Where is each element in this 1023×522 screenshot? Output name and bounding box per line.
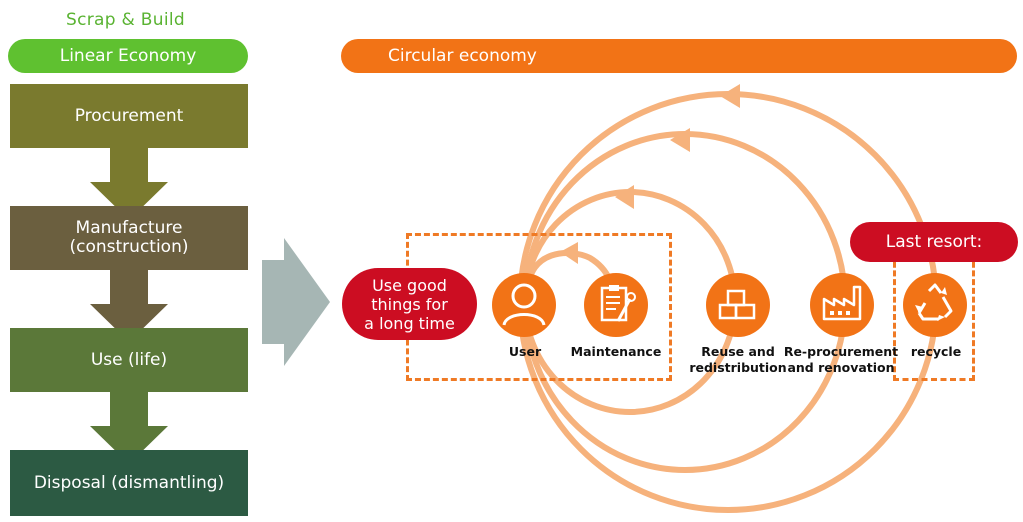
stage-disposal: Disposal (dismantling) bbox=[10, 450, 248, 516]
linear-flow-arrows bbox=[90, 148, 168, 464]
stage-procurement: Procurement bbox=[10, 84, 248, 148]
use-good-things-badge: Use good things for a long time bbox=[342, 268, 477, 340]
clipboard-wrench-icon bbox=[584, 273, 648, 337]
stage-use: Use (life) bbox=[10, 328, 248, 392]
node-label-reuse: Reuse and redistribution bbox=[689, 344, 787, 375]
transition-arrow-icon bbox=[262, 238, 330, 366]
user-icon bbox=[492, 273, 556, 337]
linear-economy-header: Linear Economy bbox=[8, 39, 248, 73]
node-label-recycle: recycle bbox=[910, 344, 962, 359]
down-arrow-3 bbox=[90, 392, 168, 464]
stage-label: Disposal (dismantling) bbox=[33, 472, 225, 493]
stage-label: Manufacture (construction) bbox=[69, 218, 189, 257]
stage-manufacture: Manufacture (construction) bbox=[10, 206, 248, 270]
node-label-user: User bbox=[508, 344, 542, 359]
scrap-build-title: Scrap & Build bbox=[66, 10, 185, 30]
loop-arrowhead bbox=[560, 242, 578, 264]
node-label-reprocurement: Re-procurement and renovation bbox=[783, 344, 899, 375]
node-label-maintenance: Maintenance bbox=[570, 344, 662, 359]
down-arrow-2 bbox=[90, 270, 168, 342]
down-arrow-1 bbox=[90, 148, 168, 220]
loop-arrowhead bbox=[615, 185, 634, 209]
stage-label: Use (life) bbox=[90, 349, 168, 370]
factory-icon bbox=[810, 273, 874, 337]
circular-economy-header: Circular economy bbox=[341, 39, 1017, 73]
use-good-things-text: Use good things for a long time bbox=[364, 275, 455, 333]
last-resort-badge: Last resort: bbox=[850, 222, 1018, 262]
stage-label: Procurement bbox=[74, 105, 184, 126]
loop-arrowhead bbox=[670, 128, 690, 152]
recycle-icon bbox=[903, 273, 967, 337]
loop-arrowhead bbox=[720, 84, 740, 108]
boxes-icon bbox=[706, 273, 770, 337]
